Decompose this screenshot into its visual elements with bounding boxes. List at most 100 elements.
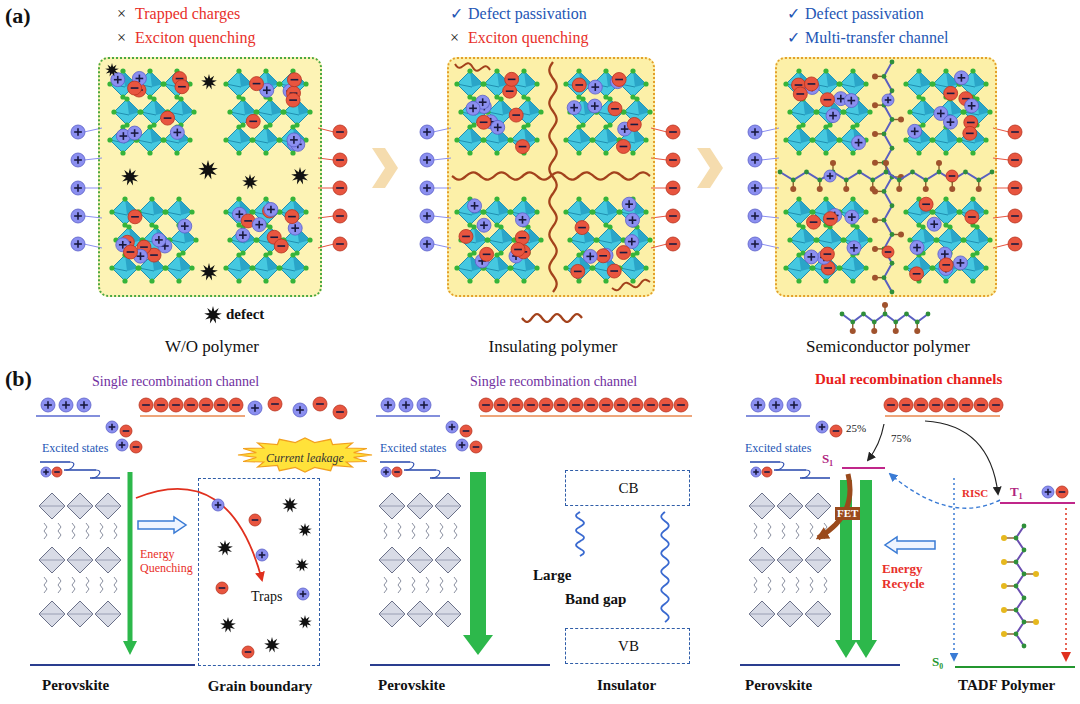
perovskite-octahedron (777, 493, 803, 519)
halide-atom (303, 265, 308, 270)
electron-circle (944, 398, 958, 412)
electron-circle (644, 398, 658, 412)
charge-sign (426, 184, 428, 192)
charge-symbol (333, 209, 347, 223)
charge-symbol (567, 101, 581, 115)
electron-circle (268, 397, 282, 411)
charge-symbol (965, 210, 979, 224)
defect-symbol (105, 63, 119, 77)
polymer-unit (890, 88, 895, 93)
charge-sign (832, 112, 834, 120)
electron-circle (830, 425, 842, 437)
halide-atom (563, 81, 568, 86)
perovskite-octahedron (805, 547, 831, 573)
singlet-level (842, 467, 885, 469)
charge-symbol (1008, 209, 1022, 223)
charge-symbol (666, 237, 680, 251)
charge-sign (512, 114, 520, 116)
electron-circle (539, 398, 553, 412)
halide-atom (126, 224, 131, 229)
halide-atom (576, 278, 581, 283)
charge-sign (578, 227, 586, 229)
charge-sign (117, 76, 119, 84)
polymer-unit (1001, 631, 1007, 637)
step-chevron (372, 148, 398, 188)
ground-level (30, 664, 195, 666)
charge-symbol (844, 94, 858, 108)
panel-illustrations (71, 57, 1022, 334)
halide-atom (253, 109, 258, 114)
polymer-unit (1022, 620, 1027, 625)
halide-atom (933, 237, 938, 242)
halide-atom (903, 265, 908, 270)
panel-box: Semiconductor polymer (775, 57, 997, 297)
halide-atom (481, 209, 486, 214)
charge-symbol (944, 398, 958, 412)
halide-atom (176, 278, 181, 283)
charge-symbol (666, 153, 680, 167)
hole-circle (71, 181, 85, 195)
perovskite-octahedron (435, 547, 461, 573)
octahedron (937, 99, 963, 125)
charge-symbol (769, 398, 783, 412)
panel-fill (98, 57, 322, 297)
halide-atom (970, 278, 975, 283)
octahedron (253, 71, 279, 97)
halide-atom (796, 252, 801, 257)
octahedron (280, 127, 306, 153)
halide-atom (147, 150, 152, 155)
polymer-unit (1033, 619, 1039, 625)
halide-atom (867, 109, 872, 114)
charge-sign (1011, 159, 1019, 161)
halide-atom (521, 278, 526, 283)
polymer-unit (882, 218, 887, 223)
halide-atom (956, 209, 961, 214)
transfer-arrow (925, 421, 998, 494)
octahedron (593, 199, 619, 225)
charge-symbol (509, 108, 523, 122)
defect-symbol (121, 168, 139, 185)
charge-sign (887, 404, 895, 406)
octahedron (840, 255, 866, 281)
polymer-unit (1014, 608, 1019, 613)
charge-sign (133, 446, 140, 448)
electron-circle (333, 181, 347, 195)
electron-circle (333, 209, 347, 223)
hole-circle (264, 202, 278, 216)
excited-level (380, 461, 410, 463)
charge-sign (775, 401, 777, 409)
charge-symbol (959, 398, 973, 412)
charge-symbol (71, 181, 85, 195)
halide-atom (796, 196, 801, 201)
charge-sign (796, 93, 804, 95)
electron-circle (175, 80, 189, 94)
hole-circle (1042, 486, 1054, 498)
halide-atom (263, 252, 268, 257)
charge-sign (316, 403, 324, 405)
octahedron (114, 99, 140, 125)
region-caption: Grain boundary (208, 678, 313, 695)
electron-circle (184, 398, 198, 412)
relaxation-curve (92, 470, 100, 478)
charge-symbol (816, 421, 828, 433)
charge-symbol (575, 221, 589, 235)
charge-sign (602, 404, 610, 406)
hole-circle (381, 467, 391, 477)
halide-atom (607, 224, 612, 229)
polymer-unit (870, 186, 876, 192)
charge-symbol (583, 249, 597, 263)
octahedron-edge (67, 506, 93, 507)
halide-atom (961, 237, 966, 242)
halide-atom (934, 237, 939, 242)
charge-symbol (584, 398, 598, 412)
organic-spacer (72, 523, 75, 539)
polymer-unit (890, 261, 895, 266)
charge-sign (677, 404, 685, 406)
charge-sign (474, 202, 476, 210)
hole-circle (420, 209, 434, 223)
hole-circle (41, 398, 55, 412)
charge-sign (77, 240, 79, 248)
polymer-unit (804, 170, 809, 175)
electron-circle (596, 249, 610, 263)
charge-sign (917, 404, 925, 406)
